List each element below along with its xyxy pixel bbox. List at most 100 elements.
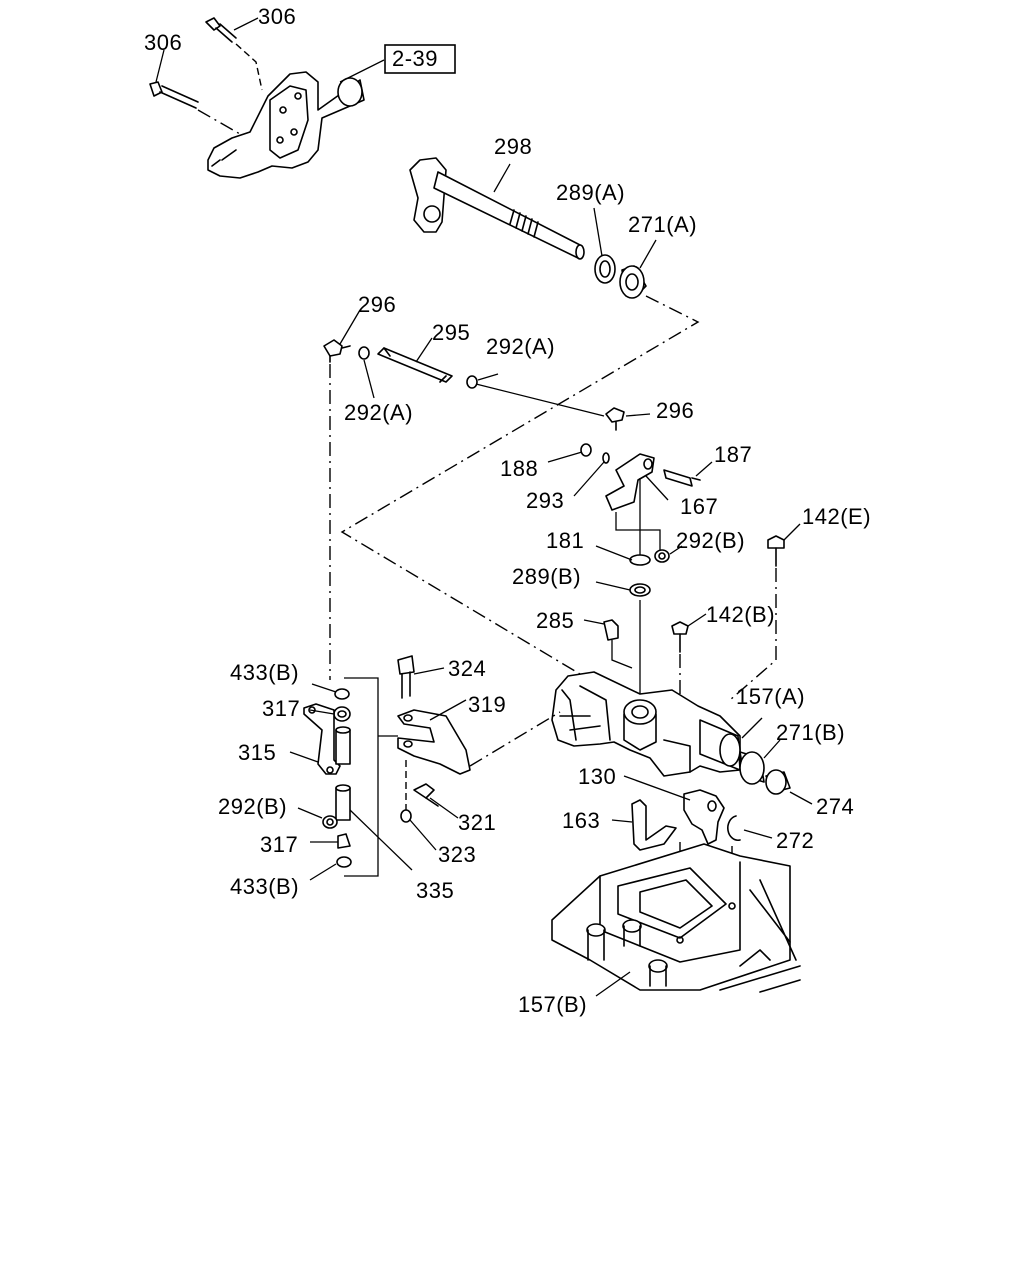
label-295: 295 — [432, 320, 470, 345]
bushing-317-upper — [333, 706, 351, 722]
nut-188 — [580, 443, 592, 457]
leader-142e — [783, 523, 801, 541]
reference-box[interactable] — [384, 44, 456, 74]
label-306-upper: 306 — [258, 4, 296, 29]
plug-285 — [603, 619, 619, 641]
leader-285 — [583, 619, 605, 625]
leader-157a — [741, 717, 763, 739]
pin-163 — [631, 799, 677, 851]
label-292b-lower: 292(B) — [218, 794, 287, 819]
bushing-271b — [739, 751, 765, 785]
bolt-306-left — [149, 81, 199, 109]
leader-130 — [623, 775, 691, 801]
leader-167 — [645, 475, 669, 501]
label-433b-upper: 433(B) — [230, 660, 299, 685]
washer-293 — [602, 452, 610, 464]
leader-271a — [639, 239, 657, 269]
leader-181 — [595, 545, 633, 561]
leader-187 — [695, 461, 713, 477]
nut-323 — [400, 809, 412, 823]
label-289a: 289(A) — [556, 180, 625, 205]
label-142e: 142(E) — [802, 504, 871, 529]
label-285: 285 — [536, 608, 574, 633]
leader-317a — [309, 709, 335, 715]
guide-319-to-case — [469, 711, 561, 767]
bolt-306-upper — [205, 17, 237, 43]
pin-335 — [335, 784, 351, 821]
leader-289a — [593, 207, 603, 257]
nut-292b-upper — [654, 549, 670, 563]
shift-shaft-298 — [409, 157, 585, 260]
leader-335 — [349, 809, 413, 871]
leader-293 — [573, 461, 605, 497]
plug-274 — [765, 769, 791, 795]
label-181: 181 — [546, 528, 584, 553]
leader-295 — [415, 337, 433, 363]
leader-323 — [409, 819, 437, 851]
label-142b: 142(B) — [706, 602, 775, 627]
bolt-142e — [767, 535, 785, 567]
label-157b: 157(B) — [518, 992, 587, 1017]
bolt-142b — [671, 621, 689, 653]
leader-274 — [789, 791, 813, 805]
leader-324 — [413, 667, 445, 675]
leader-ref — [339, 59, 385, 83]
leader-321 — [429, 797, 459, 819]
label-321: 321 — [458, 810, 496, 835]
label-188: 188 — [500, 456, 538, 481]
shift-case-157a — [551, 671, 741, 777]
leader-433b1 — [311, 683, 337, 693]
label-167: 167 — [680, 494, 718, 519]
bracket-319 — [397, 709, 471, 775]
bushing-317-lower — [337, 833, 351, 849]
leader-315 — [289, 751, 319, 763]
washer-181 — [629, 554, 651, 566]
label-323: 323 — [438, 842, 476, 867]
ball-joint-296-right — [605, 407, 625, 431]
seal-289a — [594, 254, 616, 284]
bracket-315 — [303, 703, 341, 775]
leader-296a — [339, 309, 361, 345]
leader-163 — [611, 819, 633, 823]
label-317-upper: 317 — [262, 696, 300, 721]
link-rod-295 — [377, 347, 453, 383]
bracket-left-group — [344, 677, 379, 877]
guide-link-to-joint — [475, 383, 605, 417]
leader-298 — [493, 163, 511, 193]
guide-285 — [611, 640, 633, 669]
leader-306b — [155, 49, 165, 83]
label-187: 187 — [714, 442, 752, 467]
label-292b-upper: 292(B) — [676, 528, 745, 553]
leader-433b2 — [309, 863, 337, 881]
leader-157b — [595, 971, 631, 997]
leader-292b1 — [669, 545, 683, 555]
label-319: 319 — [468, 692, 506, 717]
reference-label[interactable]: 2-39 — [392, 46, 438, 71]
leader-296b — [625, 413, 651, 417]
transmission-housing-reference — [207, 71, 365, 179]
leader-289b — [595, 581, 631, 591]
leader-292a2 — [363, 359, 375, 399]
label-289b: 289(B) — [512, 564, 581, 589]
label-324: 324 — [448, 656, 486, 681]
label-163: 163 — [562, 808, 600, 833]
leader-142b — [687, 613, 707, 627]
label-271a: 271(A) — [628, 212, 697, 237]
label-272: 272 — [776, 828, 814, 853]
leader-306a — [233, 17, 259, 31]
bolt-324 — [397, 655, 415, 699]
nut-292a-left — [358, 346, 370, 360]
label-335: 335 — [416, 878, 454, 903]
bracket-167-292b — [615, 512, 661, 550]
oring-433b-lower — [336, 856, 352, 868]
label-296-lower: 296 — [656, 398, 694, 423]
bolt-187 — [663, 469, 701, 487]
label-274: 274 — [816, 794, 854, 819]
leader-272 — [743, 829, 773, 839]
bolt-321 — [413, 783, 439, 807]
seal-289b — [629, 583, 651, 597]
label-293: 293 — [526, 488, 564, 513]
guide-142e — [729, 568, 777, 701]
label-306-left: 306 — [144, 30, 182, 55]
pin-upper — [335, 726, 351, 765]
